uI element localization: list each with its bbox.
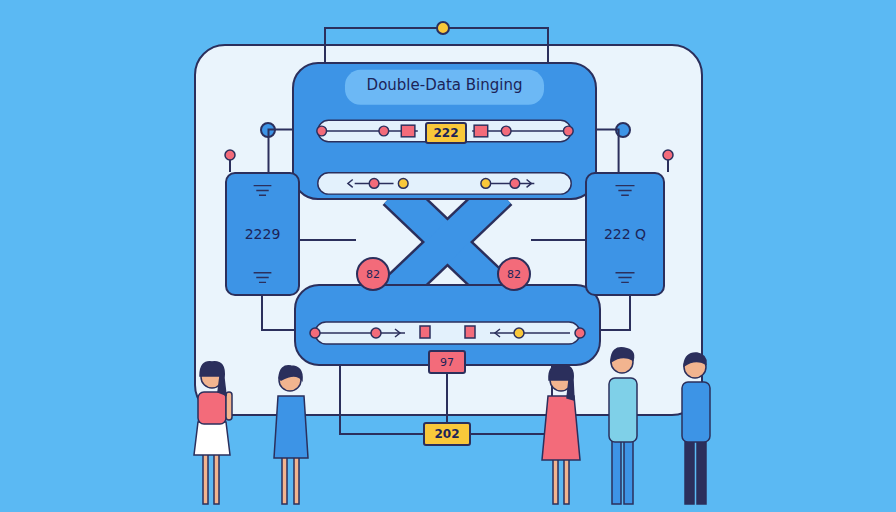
signal-dot	[371, 328, 381, 338]
side-panel: 222 Q	[585, 172, 665, 296]
binding-block: Double-Data Binging 222	[292, 62, 597, 200]
connector-wire	[269, 130, 293, 172]
connector-wire	[446, 374, 448, 422]
signal-dot	[369, 179, 379, 189]
signal-dot	[501, 126, 511, 136]
connector-plug	[420, 326, 430, 338]
value-label: 82	[366, 268, 380, 281]
cross-band	[395, 192, 500, 292]
diagram-title: Double-Data Binging	[367, 76, 523, 94]
cross-band	[395, 192, 500, 292]
signal-dot	[481, 179, 491, 189]
signal-dot	[514, 328, 524, 338]
signal-dot	[510, 179, 520, 189]
connector-plug	[401, 125, 415, 137]
value-tag: 97	[428, 350, 466, 374]
cross-band	[395, 192, 500, 292]
value-label: 82	[507, 268, 521, 281]
frame-wire	[325, 28, 548, 62]
value-tag: 202	[423, 422, 471, 446]
direction-chevron	[395, 329, 500, 337]
people	[194, 348, 710, 504]
connector-wire	[597, 130, 619, 172]
value-label: 2229	[245, 226, 281, 242]
terminal-dot	[663, 150, 673, 160]
value-tag: 222	[425, 122, 467, 144]
connector-plug	[474, 125, 488, 137]
title-band	[345, 70, 544, 105]
cross-band	[395, 192, 500, 292]
value-label: 222	[433, 126, 458, 140]
signal-line	[490, 332, 570, 334]
terminal-dot	[225, 150, 235, 160]
value-label: 222 Q	[604, 226, 646, 242]
side-panel: 2229	[225, 172, 300, 296]
connector-plug	[465, 326, 475, 338]
value-circle: 82	[497, 257, 531, 291]
signal-dot	[310, 328, 320, 338]
panel	[195, 45, 702, 415]
signal-bar	[315, 322, 580, 344]
direction-chevron	[348, 180, 532, 188]
signal-line	[320, 332, 405, 334]
signal-dot	[317, 126, 327, 136]
signal-dot	[398, 179, 408, 189]
signal-dot	[379, 126, 389, 136]
junction-dot	[437, 22, 449, 34]
value-circle: 82	[356, 257, 390, 291]
signal-dot	[575, 328, 585, 338]
signal-dot	[563, 126, 573, 136]
value-label: 202	[434, 427, 459, 441]
value-label: 97	[440, 356, 454, 369]
